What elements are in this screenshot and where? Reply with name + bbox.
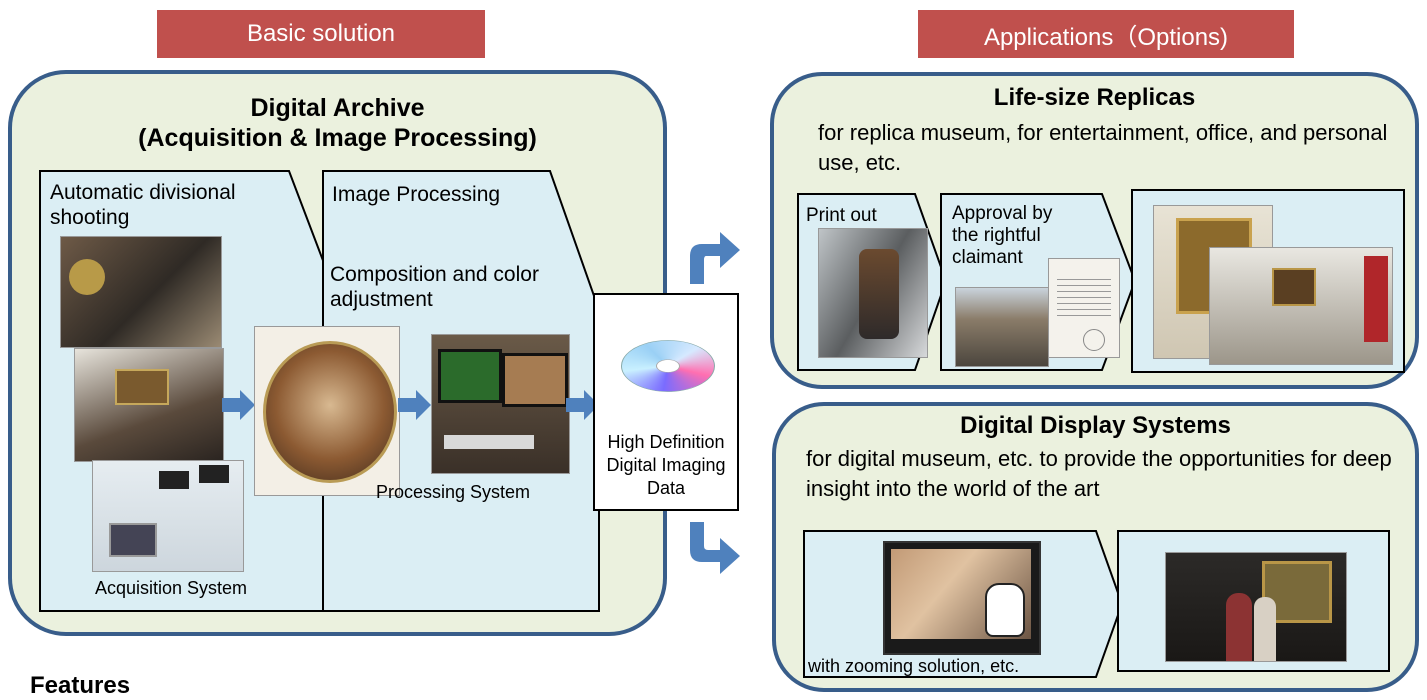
laptop-icon xyxy=(109,523,157,557)
monitor-icon xyxy=(438,349,502,403)
visitor-figure-1 xyxy=(1226,593,1252,661)
archive-title-line1: Digital Archive xyxy=(250,94,425,122)
zoom-screen-image xyxy=(883,541,1041,655)
flow-arrow-3 xyxy=(566,390,599,420)
disc-center-icon xyxy=(651,356,685,376)
print-out-label: Print out xyxy=(806,205,877,226)
bent-arrow-up xyxy=(690,232,740,284)
acquisition-system-photo xyxy=(92,460,244,572)
certificate-text-lines xyxy=(1057,279,1111,319)
acquisition-system-label: Acquisition System xyxy=(94,578,248,598)
framed-painting-icon xyxy=(1272,268,1316,306)
digital-data-box: High Definition Digital Imaging Data xyxy=(593,293,739,511)
bent-arrow-down xyxy=(690,522,740,574)
image-processing-label: Image Processing xyxy=(332,183,501,206)
data-label-line3: Data xyxy=(646,478,686,498)
monitor-icon-2 xyxy=(502,353,568,407)
disc-icon xyxy=(603,330,733,402)
archive-title-line2: (Acquisition & Image Processing) xyxy=(138,124,537,152)
basic-solution-label: Basic solution xyxy=(246,20,396,47)
certificate-photo xyxy=(1048,258,1120,358)
flow-arrow-1 xyxy=(222,390,255,420)
display-description: for digital museum, etc. to provide the … xyxy=(806,446,1392,501)
composite-painting-image xyxy=(254,326,400,496)
archive-title: Digital Archive (Acquisition & Image Pro… xyxy=(20,93,655,153)
replicas-description: for replica museum, for entertainment, o… xyxy=(818,120,1388,175)
museum-photo-box xyxy=(1131,189,1405,373)
data-label-line1: High Definition xyxy=(607,432,725,452)
camera-icon-2 xyxy=(199,465,229,483)
print-roll-icon xyxy=(859,249,899,339)
applications-label: Applications（Options) xyxy=(983,23,1229,51)
pointer-hand-icon xyxy=(985,583,1025,637)
uffizi-photo xyxy=(955,287,1049,367)
zooming-label: with zooming solution, etc. xyxy=(808,656,1020,676)
banner-icon xyxy=(1364,256,1388,342)
keyboard-icon xyxy=(444,435,534,449)
painting-icon xyxy=(115,369,169,405)
visitor-photo-box xyxy=(1117,530,1390,672)
data-box-label: High Definition Digital Imaging Data xyxy=(595,431,737,500)
features-heading: Features xyxy=(30,672,131,699)
replicas-title: Life-size Replicas xyxy=(993,84,1196,111)
visitors-photo xyxy=(1165,552,1347,662)
tondo-icon xyxy=(69,259,105,295)
camera-icon xyxy=(159,471,189,489)
processing-system-label: Processing System xyxy=(376,482,531,502)
seal-icon xyxy=(1083,329,1105,351)
shooting-label: Automatic divisional shooting xyxy=(50,181,236,229)
data-label-line2: Digital Imaging xyxy=(606,455,726,475)
shooting-photo-1 xyxy=(60,236,222,348)
madonna-tondo-icon xyxy=(263,341,397,483)
printer-photo xyxy=(818,228,928,358)
visitor-figure-2 xyxy=(1254,597,1276,661)
processing-system-photo xyxy=(431,334,570,474)
approval-label: Approval by the rightful claimant xyxy=(952,203,1053,268)
display-title: Digital Display Systems xyxy=(960,412,1231,439)
composition-label: Composition and color adjustment xyxy=(330,263,539,311)
flow-arrow-2 xyxy=(398,390,431,420)
basic-solution-header: Basic solution xyxy=(157,10,485,58)
shooting-photo-2 xyxy=(74,348,224,462)
applications-header: Applications（Options) xyxy=(918,10,1294,58)
gallery-photo xyxy=(1209,247,1393,365)
